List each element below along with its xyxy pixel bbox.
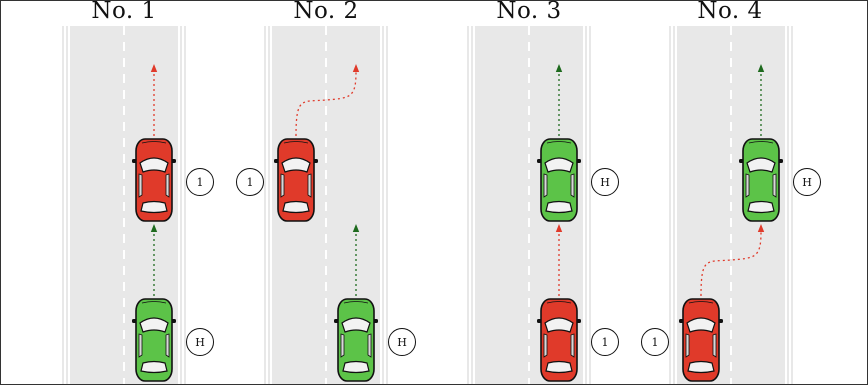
car-rear-window: [687, 360, 715, 374]
car-side-window-left: [543, 333, 548, 358]
car-rear-window: [282, 200, 310, 214]
trajectory-arrowhead: [555, 224, 563, 232]
trajectory-arrowhead: [757, 224, 765, 232]
car-windshield: [341, 317, 371, 333]
car-hood-line: [748, 141, 774, 144]
car-side-window-right: [772, 173, 777, 198]
badge-label: H: [600, 176, 610, 189]
trajectory-arrowhead: [757, 64, 765, 72]
car-icon: [537, 138, 581, 222]
car-hood-line: [141, 141, 167, 144]
vehicle-role-badge: 1: [591, 328, 619, 356]
car-hood-line: [343, 301, 369, 304]
vehicle-1: 1: [641, 224, 765, 382]
car-windshield: [281, 157, 311, 173]
badge-circle: [591, 168, 619, 196]
car-hood-line: [141, 301, 167, 304]
car-hood-line: [283, 141, 309, 144]
car-windshield: [544, 157, 574, 173]
badge-circle: [793, 168, 821, 196]
car-windshield: [746, 157, 776, 173]
badge-circle: [641, 328, 669, 356]
car-icon: [334, 298, 378, 382]
car-side-window-left: [280, 173, 285, 198]
scenario-title-2: No. 2: [293, 0, 359, 24]
car-rear-window: [545, 200, 573, 214]
car-windshield: [139, 157, 169, 173]
badge-label: H: [802, 176, 812, 189]
car-icon: [537, 298, 581, 382]
trajectory-arrowhead: [150, 64, 158, 72]
vehicle-1: 1: [537, 224, 619, 382]
badge-circle: [236, 168, 264, 196]
badge-circle: [388, 328, 416, 356]
vehicle-role-badge: 1: [236, 168, 264, 196]
car-icon: [132, 138, 176, 222]
trajectory-arrowhead: [352, 224, 360, 232]
badge-label: 1: [652, 336, 659, 349]
vehicle-role-badge: H: [793, 168, 821, 196]
scenario-1: 1H: [132, 64, 214, 382]
scenario-title-4: No. 4: [697, 0, 763, 24]
car-rear-window: [342, 360, 370, 374]
car-icon: [132, 298, 176, 382]
vehicle-role-badge: 1: [641, 328, 669, 356]
vehicle-1: 1: [132, 64, 214, 222]
scenario-4: H1: [641, 64, 821, 382]
car-icon: [679, 298, 723, 382]
badge-circle: [186, 328, 214, 356]
car-side-window-right: [712, 333, 717, 358]
car-side-window-right: [570, 173, 575, 198]
car-hood-line: [546, 141, 572, 144]
vehicle-role-badge: H: [388, 328, 416, 356]
car-side-window-left: [340, 333, 345, 358]
badge-circle: [186, 168, 214, 196]
vehicle-H: H: [537, 64, 619, 222]
vehicle-role-badge: H: [591, 168, 619, 196]
car-side-window-right: [307, 173, 312, 198]
vehicle-H: H: [132, 224, 214, 382]
car-rear-window: [140, 200, 168, 214]
trajectory-arrowhead: [352, 64, 360, 72]
car-side-window-left: [138, 333, 143, 358]
car-side-window-right: [367, 333, 372, 358]
scenario-title-1: No. 1: [91, 0, 157, 24]
car-side-window-left: [543, 173, 548, 198]
car-windshield: [544, 317, 574, 333]
badge-label: H: [397, 336, 407, 349]
car-icon: [739, 138, 783, 222]
car-hood-line: [546, 301, 572, 304]
badge-label: 1: [247, 176, 254, 189]
badge-circle: [591, 328, 619, 356]
car-windshield: [139, 317, 169, 333]
car-rear-window: [545, 360, 573, 374]
vehicle-H: H: [739, 64, 821, 222]
car-side-window-left: [745, 173, 750, 198]
car-icon: [274, 138, 318, 222]
trajectory-arrowhead: [555, 64, 563, 72]
scenario-2: 1H: [236, 64, 416, 382]
car-side-window-left: [685, 333, 690, 358]
vehicle-role-badge: 1: [186, 168, 214, 196]
car-side-window-right: [165, 333, 170, 358]
vehicle-H: H: [334, 224, 416, 382]
trajectory-arrowhead: [150, 224, 158, 232]
badge-label: 1: [197, 176, 204, 189]
scenario-3: H1: [537, 64, 619, 382]
car-side-window-right: [165, 173, 170, 198]
car-hood-line: [688, 301, 714, 304]
vehicle-role-badge: H: [186, 328, 214, 356]
vehicle-1: 1: [236, 64, 360, 222]
car-rear-window: [747, 200, 775, 214]
scenario-title-3: No. 3: [496, 0, 562, 24]
car-side-window-left: [138, 173, 143, 198]
badge-label: 1: [602, 336, 609, 349]
car-rear-window: [140, 360, 168, 374]
badge-label: H: [195, 336, 205, 349]
car-windshield: [686, 317, 716, 333]
car-side-window-right: [570, 333, 575, 358]
